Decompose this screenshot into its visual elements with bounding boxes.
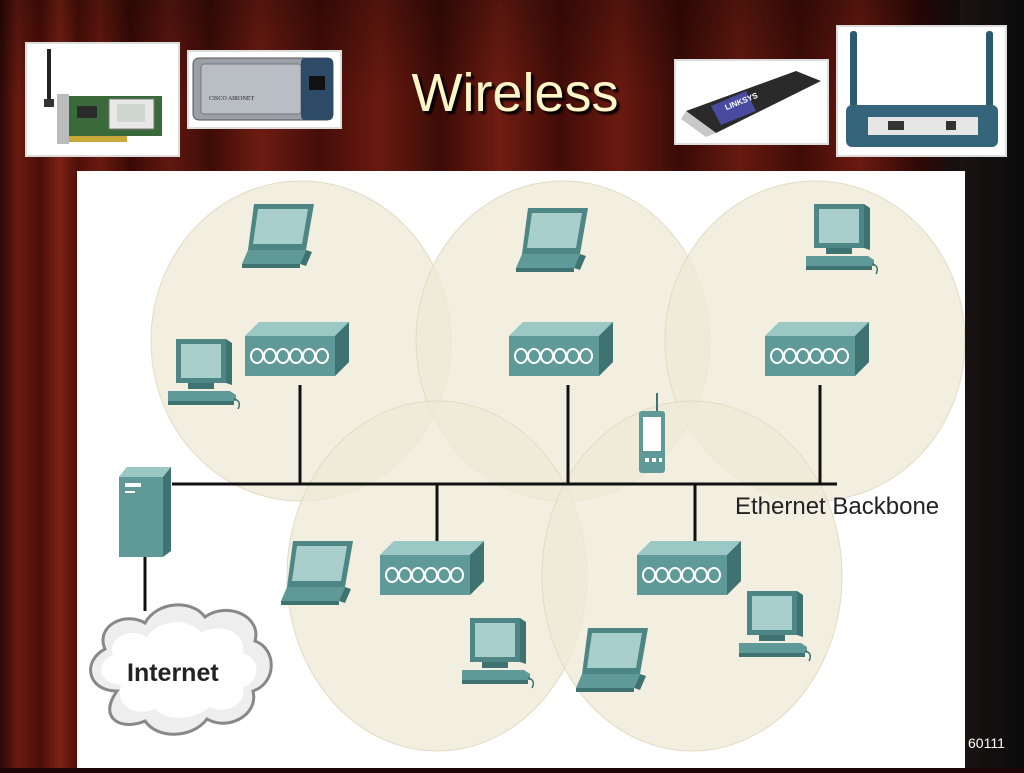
- internet-label: Internet: [127, 659, 219, 687]
- server-tower: [119, 467, 171, 557]
- desktop-2: [805, 203, 879, 275]
- pci-wireless-card-photo: [25, 42, 180, 157]
- access-point-photo: [836, 25, 1007, 157]
- usb-adapter-image: [676, 61, 827, 143]
- access-point-4: [379, 540, 485, 596]
- network-diagram-canvas: [89, 180, 966, 752]
- desktop-4: [738, 590, 812, 662]
- ethernet-backbone-label: Ethernet Backbone: [735, 493, 940, 520]
- laptop-3: [281, 541, 353, 605]
- slide-number: 60111: [968, 735, 1005, 751]
- usb-adapter-photo: LINKSYS: [674, 59, 829, 145]
- access-point-image: [838, 27, 1005, 155]
- pda-device: [639, 393, 665, 473]
- laptop-2: [516, 208, 588, 272]
- internet-cloud: [89, 603, 273, 736]
- slide-title: Wireless: [411, 63, 619, 123]
- pcmcia-card-photo: CISCO AIRONET: [187, 50, 342, 129]
- laptop-4: [576, 628, 648, 692]
- pcmcia-brand-text: CISCO AIRONET: [209, 96, 255, 102]
- access-point-1: [244, 321, 350, 377]
- pcmcia-card-image: [189, 52, 340, 127]
- desktop-3: [461, 617, 535, 689]
- desktop-1: [167, 338, 241, 410]
- pci-card-image: [27, 44, 178, 155]
- access-point-5: [636, 540, 742, 596]
- access-point-3: [764, 321, 870, 377]
- network-diagram: Ethernet Backbone Internet: [77, 171, 966, 768]
- access-point-2: [508, 321, 614, 377]
- laptop-1: [242, 204, 314, 268]
